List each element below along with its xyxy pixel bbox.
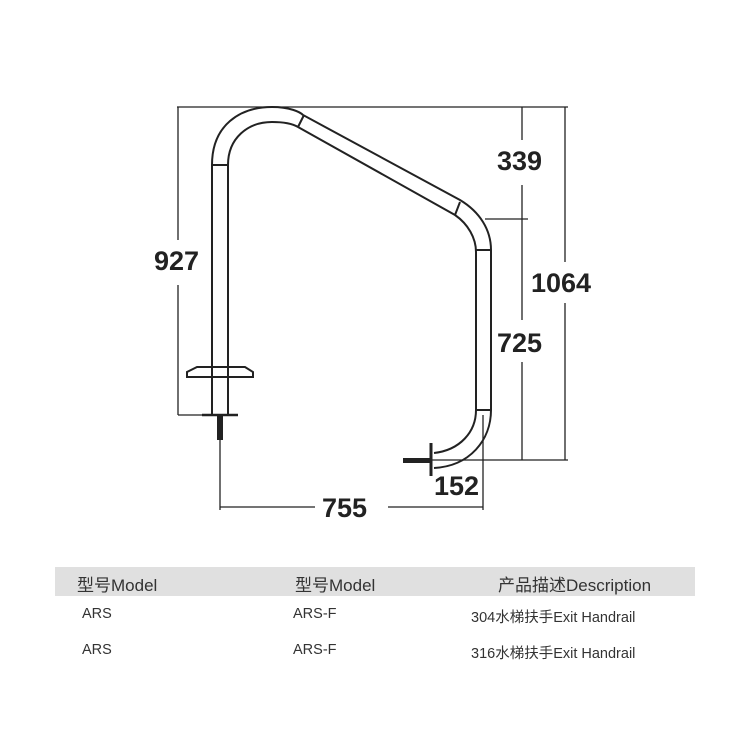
header-model: 型号Model (77, 576, 158, 595)
model-table: 型号Model 型号Model 产品描述Description ARS ARS-… (55, 567, 695, 668)
dim-339-label: 339 (497, 146, 542, 176)
dim-755-label: 755 (322, 493, 367, 523)
escutcheon-flange (186, 366, 254, 378)
dim-725-label: 725 (497, 328, 542, 358)
cell-description: 316水梯扶手Exit Handrail (471, 646, 636, 662)
tube-joint (454, 201, 461, 216)
tube-inner-edge (227, 120, 477, 454)
header-model-2: 型号Model (295, 576, 376, 595)
tube-outer-edge (211, 105, 492, 469)
dim-152-label: 152 (434, 471, 479, 501)
cell-model: ARS (82, 642, 112, 658)
wall-bolt-icon (403, 458, 430, 463)
header-description: 产品描述Description (498, 576, 652, 595)
anchor-bolt-icon (217, 416, 223, 440)
table-header: 型号Model 型号Model 产品描述Description (55, 567, 695, 596)
cell-model: ARS (82, 606, 112, 622)
dim-1064-label: 1064 (531, 268, 591, 298)
table-row: ARS ARS-F 316水梯扶手Exit Handrail (55, 632, 695, 668)
tube-joint (297, 114, 305, 128)
table-row: ARS ARS-F 304水梯扶手Exit Handrail (55, 596, 695, 632)
cell-model-2: ARS-F (293, 606, 337, 622)
cell-model-2: ARS-F (293, 642, 337, 658)
dim-927-label: 927 (154, 246, 199, 276)
cell-description: 304水梯扶手Exit Handrail (471, 610, 636, 626)
